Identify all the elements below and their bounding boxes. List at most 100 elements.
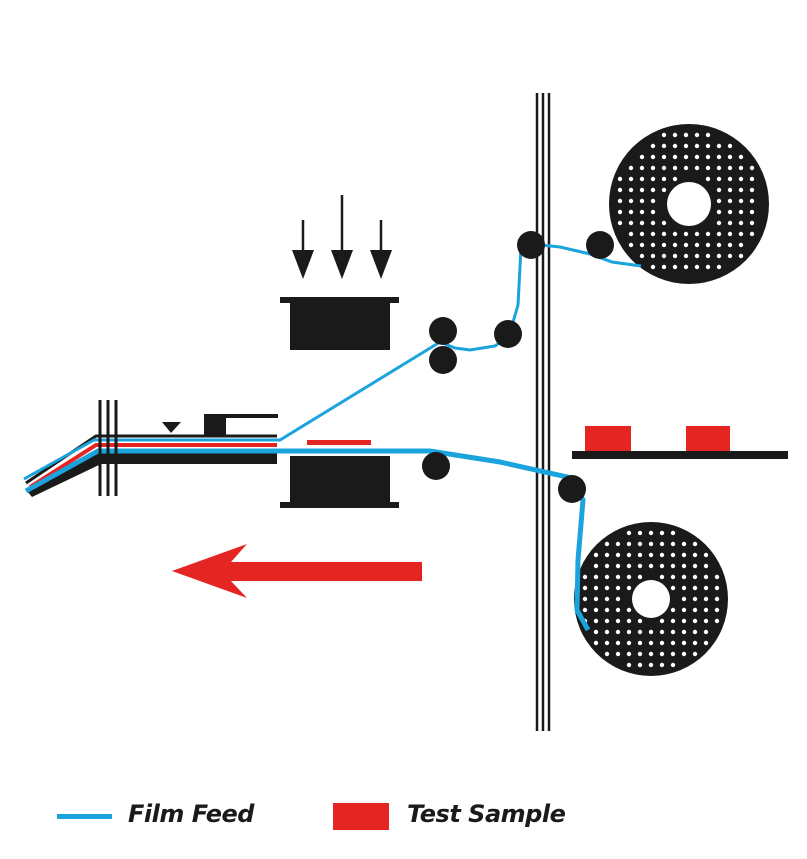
reel-dot — [716, 198, 722, 204]
reel-dot — [659, 563, 665, 569]
reel-dot — [617, 187, 623, 193]
reel-dot — [716, 143, 722, 149]
reel-dot — [648, 530, 654, 536]
reel-dot — [681, 651, 687, 657]
left-arrow-icon — [172, 544, 422, 598]
reel-dot — [749, 187, 755, 193]
reel-dot — [639, 154, 645, 160]
reel-dot — [582, 607, 588, 613]
reel-dot — [705, 242, 711, 248]
reel-dot — [593, 607, 599, 613]
reel-dot — [672, 264, 678, 270]
base-track — [27, 451, 277, 497]
reel-dot — [670, 618, 676, 624]
reel-dot — [692, 552, 698, 558]
reel-dot — [705, 143, 711, 149]
reel-dot — [681, 640, 687, 646]
reel-dot — [692, 651, 698, 657]
reel-dot — [692, 618, 698, 624]
reel-dot — [637, 574, 643, 580]
reel-dot — [694, 242, 700, 248]
reel-dot — [683, 143, 689, 149]
down-arrow-icon — [292, 195, 392, 279]
test-sample-in-press — [307, 440, 371, 445]
reel-dot — [672, 165, 678, 171]
reel-dot — [681, 552, 687, 558]
left-posts — [98, 400, 118, 496]
reel-dot — [727, 187, 733, 193]
reel-dot — [670, 662, 676, 668]
reel-dot — [694, 264, 700, 270]
reel-dot — [672, 242, 678, 248]
reel-dot — [727, 231, 733, 237]
reel-dot — [604, 541, 610, 547]
reel-dot — [604, 585, 610, 591]
reel-dot — [670, 640, 676, 646]
reel-dot — [628, 176, 634, 182]
reel-dot — [703, 640, 709, 646]
reel-dot — [703, 596, 709, 602]
reel-dot — [659, 629, 665, 635]
reel-dot — [661, 154, 667, 160]
reel-dot — [683, 264, 689, 270]
reel-dot — [650, 176, 656, 182]
reel-dot — [692, 596, 698, 602]
test-sample-1 — [585, 426, 631, 451]
reel-dot — [670, 651, 676, 657]
reel-dot — [694, 154, 700, 160]
reel-dot — [749, 220, 755, 226]
reel-dot — [681, 629, 687, 635]
reel-dot — [615, 607, 621, 613]
rollers — [422, 231, 614, 503]
reel-dot — [738, 209, 744, 215]
reel-dot — [714, 585, 720, 591]
reel-dot — [659, 662, 665, 668]
roller — [422, 452, 450, 480]
reel-dot — [661, 220, 667, 226]
reel-dot — [617, 220, 623, 226]
reel-dot — [661, 264, 667, 270]
vertical-wall — [535, 93, 551, 731]
upper-press-block — [280, 297, 399, 350]
reel-dot — [617, 198, 623, 204]
reel-dot — [626, 563, 632, 569]
reel-dot — [703, 574, 709, 580]
reel-dot — [714, 574, 720, 580]
reel-dot — [692, 607, 698, 613]
reel-dot — [705, 253, 711, 259]
reel-dot — [637, 618, 643, 624]
reel-dot — [604, 574, 610, 580]
reel-dot — [626, 662, 632, 668]
test-sample-swatch — [333, 803, 389, 830]
lower-press-block — [280, 456, 399, 508]
reel-dot — [626, 651, 632, 657]
reel-dot — [738, 231, 744, 237]
reel-dot — [703, 563, 709, 569]
reel-dot — [705, 176, 711, 182]
reel-dot — [593, 563, 599, 569]
reel-dot — [727, 165, 733, 171]
reel-dot — [681, 585, 687, 591]
reel-dot — [681, 618, 687, 624]
reel-dot — [648, 563, 654, 569]
reel-dot — [628, 187, 634, 193]
reel-dot — [615, 640, 621, 646]
upper-supply-reel — [609, 124, 769, 284]
reel-dot — [692, 541, 698, 547]
reel-dot — [681, 574, 687, 580]
reel-dot — [694, 231, 700, 237]
roller — [586, 231, 614, 259]
reel-dot — [670, 530, 676, 536]
reel-dot — [716, 154, 722, 160]
reel-dot — [626, 629, 632, 635]
reel-dot — [738, 165, 744, 171]
reel-dot — [637, 563, 643, 569]
top-guide — [25, 434, 277, 485]
reel-dot — [604, 552, 610, 558]
triangle-marker-icon — [162, 422, 181, 433]
reel-dot — [727, 253, 733, 259]
reel-dot — [703, 618, 709, 624]
reel-dot — [604, 618, 610, 624]
reel-dot — [661, 165, 667, 171]
